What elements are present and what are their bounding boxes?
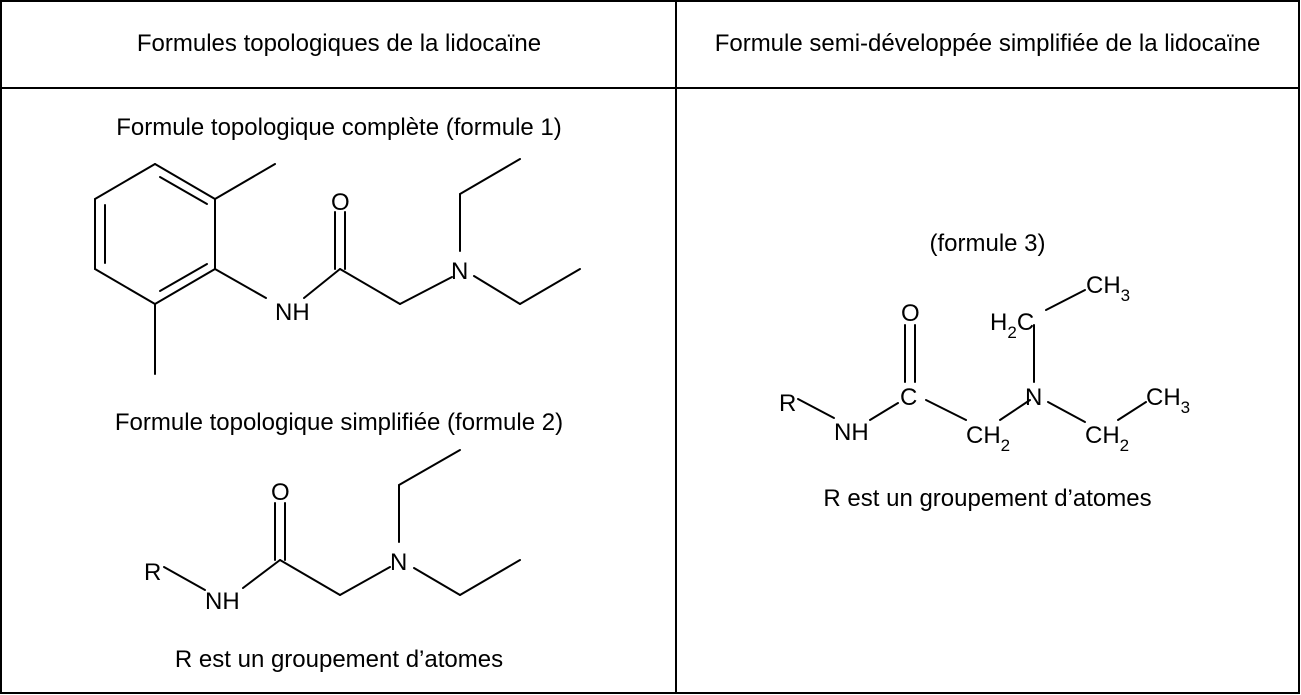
formula3-nh-label: NH bbox=[834, 419, 869, 446]
header-left: Formules topologiques de la lidocaïne bbox=[136, 30, 542, 57]
formula3-h2c-label: H2C bbox=[990, 309, 1034, 342]
bond-nh-carbonyl bbox=[303, 268, 341, 299]
bond-ethyl-up-end bbox=[459, 158, 521, 195]
header-right: Formule semi-développée simplifiée de la… bbox=[714, 30, 1261, 57]
formula3-caption: (formule 3) bbox=[929, 230, 1046, 257]
bond-ch2-n bbox=[999, 399, 1031, 421]
bond-ch2-n bbox=[339, 566, 391, 596]
bond-n-ch2 bbox=[1047, 401, 1086, 423]
formula2-structure: R NH O N bbox=[144, 449, 521, 615]
methyl-bond-top bbox=[214, 163, 276, 200]
formula2-note: R est un groupement d’atomes bbox=[174, 646, 504, 673]
formula3-ch2-b-label: CH2 bbox=[1085, 422, 1129, 455]
bond-c-ch2 bbox=[925, 399, 967, 421]
formula3-ch3-a-label: CH3 bbox=[1086, 272, 1130, 305]
formula1-nh-label: NH bbox=[275, 299, 310, 326]
formula3-note: R est un groupement d’atomes bbox=[823, 485, 1152, 512]
bond-nh-carbonyl bbox=[242, 559, 281, 589]
formula3-ch3-b-label: CH3 bbox=[1146, 384, 1190, 417]
bond-carbonyl-ch2 bbox=[279, 559, 341, 596]
formula2-nh-label: NH bbox=[205, 588, 240, 615]
bond-carbonyl-ch2 bbox=[339, 268, 401, 305]
formula2-r-label: R bbox=[144, 559, 161, 586]
bond-ch2-ch3 bbox=[1117, 401, 1147, 421]
bond-r-nh bbox=[797, 398, 835, 419]
formula3-oxygen-label: O bbox=[901, 300, 920, 327]
formula3-structure: R NH C O CH2 N H2C CH3 CH2 CH3 bbox=[779, 272, 1190, 455]
bond-n-ethyl-right bbox=[413, 567, 461, 596]
bond-ring-nh bbox=[214, 268, 267, 299]
bond-nh-c bbox=[869, 402, 899, 421]
formula1-nitrogen-label: N bbox=[451, 258, 468, 285]
formula2-oxygen-label: O bbox=[271, 479, 290, 506]
formula1-structure: NH O N bbox=[94, 158, 581, 375]
bond-ethyl-up-end bbox=[398, 449, 461, 486]
bond-h2c-ch3 bbox=[1045, 289, 1086, 311]
formula3-r-label: R bbox=[779, 390, 796, 417]
bond-ethyl-right-end bbox=[459, 559, 521, 596]
benzene-ring bbox=[94, 163, 216, 305]
bond-ethyl-right-end bbox=[519, 268, 581, 305]
formula1-caption: Formule topologique complète (formule 1) bbox=[116, 114, 562, 141]
bond-ch2-n bbox=[399, 276, 453, 305]
formula1-oxygen-label: O bbox=[331, 189, 350, 216]
formula2-nitrogen-label: N bbox=[390, 549, 407, 576]
bond-r-nh bbox=[163, 566, 206, 591]
formula3-nitrogen-label: N bbox=[1025, 384, 1042, 411]
formula2-caption: Formule topologique simplifiée (formule … bbox=[114, 409, 564, 436]
formula3-ch2-a-label: CH2 bbox=[966, 422, 1010, 455]
formula3-c-label: C bbox=[900, 384, 917, 411]
bond-n-ethyl-right bbox=[473, 275, 521, 305]
